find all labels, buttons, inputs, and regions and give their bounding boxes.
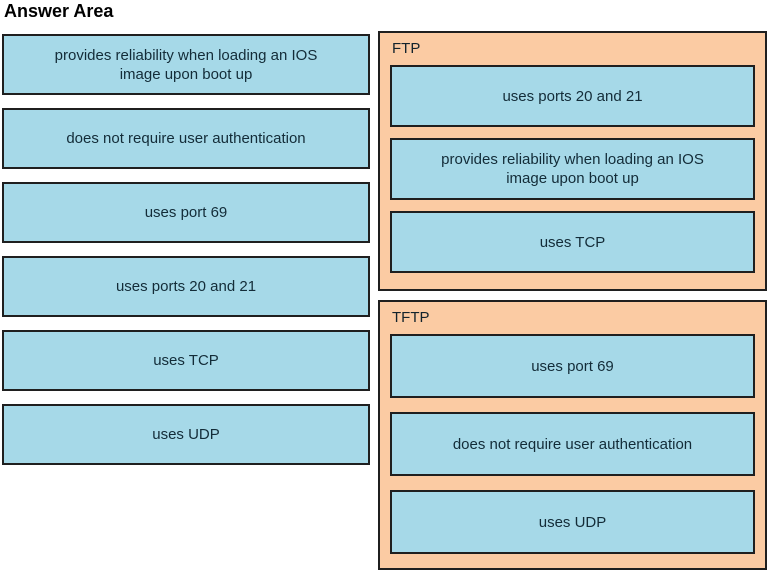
source-column: provides reliability when loading an IOS… bbox=[2, 34, 370, 465]
drop-zone-tftp-label: TFTP bbox=[392, 309, 430, 326]
drag-item-ports-20-21[interactable]: uses ports 20 and 21 bbox=[2, 256, 370, 317]
drop-zone-tftp[interactable]: TFTP uses port 69 does not require user … bbox=[378, 300, 767, 570]
dropped-item-tftp-no-authentication[interactable]: does not require user authentication bbox=[390, 412, 755, 476]
drop-zone-ftp-label: FTP bbox=[392, 40, 421, 57]
dropped-item-tftp-port-69[interactable]: uses port 69 bbox=[390, 334, 755, 398]
drag-item-no-authentication[interactable]: does not require user authentication bbox=[2, 108, 370, 169]
drag-item-ios-reliability[interactable]: provides reliability when loading an IOS… bbox=[2, 34, 370, 95]
drop-zone-ftp[interactable]: FTP uses ports 20 and 21 provides reliab… bbox=[378, 31, 767, 291]
dropped-item-ftp-ios-reliability[interactable]: provides reliability when loading an IOS… bbox=[390, 138, 755, 200]
dropped-item-ftp-tcp[interactable]: uses TCP bbox=[390, 211, 755, 273]
drag-item-port-69[interactable]: uses port 69 bbox=[2, 182, 370, 243]
drag-item-tcp[interactable]: uses TCP bbox=[2, 330, 370, 391]
drag-item-udp[interactable]: uses UDP bbox=[2, 404, 370, 465]
page-title: Answer Area bbox=[4, 1, 114, 21]
dropped-item-ftp-ports-20-21[interactable]: uses ports 20 and 21 bbox=[390, 65, 755, 127]
dropped-item-tftp-udp[interactable]: uses UDP bbox=[390, 490, 755, 554]
